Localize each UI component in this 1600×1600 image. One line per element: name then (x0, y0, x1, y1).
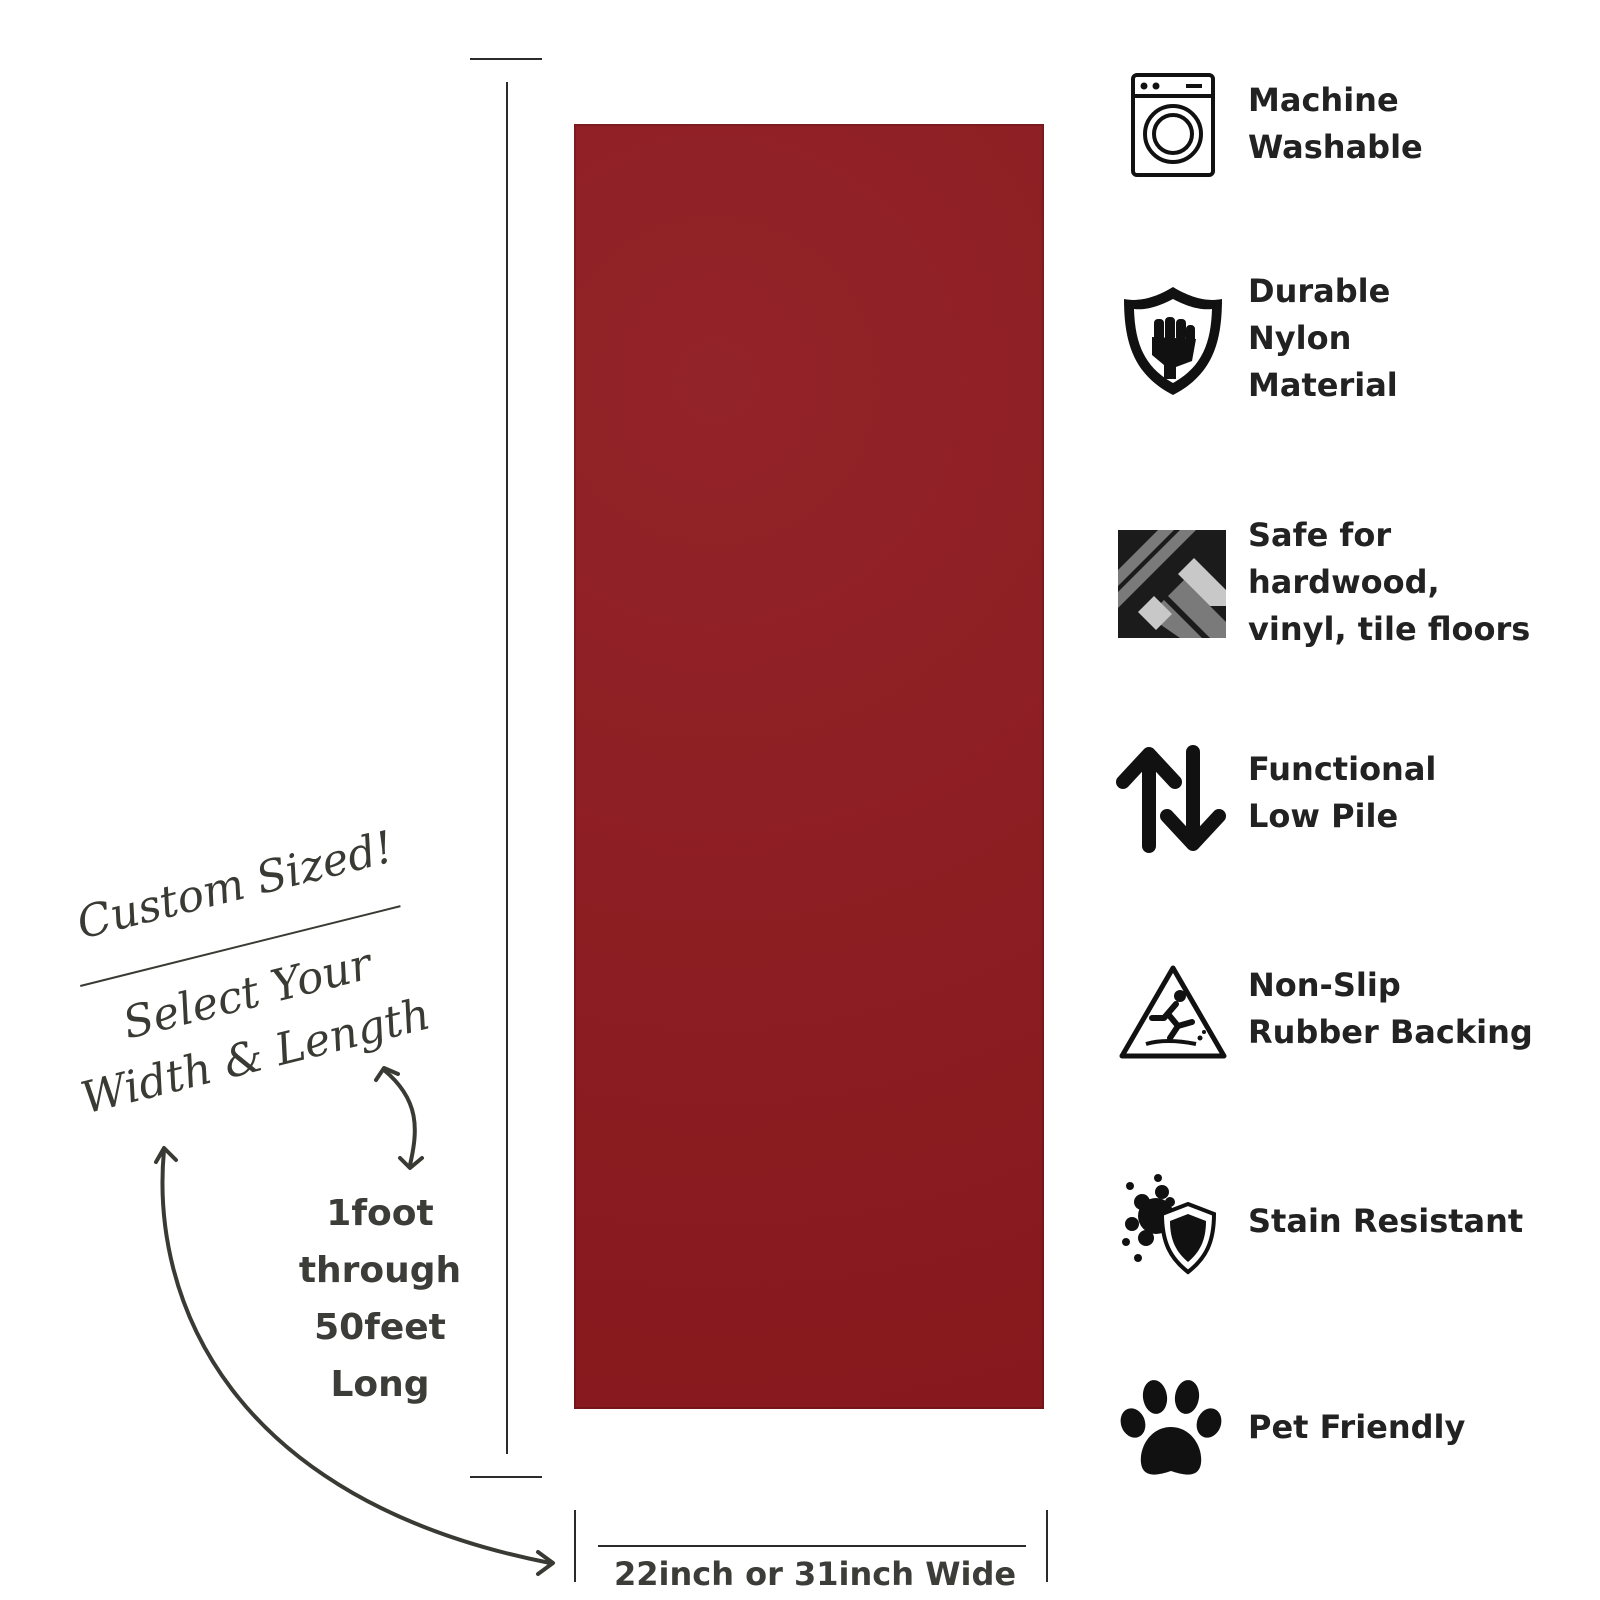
feature-line: Durable (1248, 272, 1391, 310)
feature-pet-friendly: Pet Friendly (1248, 1404, 1465, 1451)
feature-line: Pet Friendly (1248, 1408, 1466, 1446)
feature-non-slip: Non-Slip Rubber Backing (1248, 962, 1533, 1056)
length-text: 1foot through 50feet Long (290, 1185, 470, 1413)
feature-low-pile: Functional Low Pile (1248, 746, 1436, 840)
rug-image (574, 124, 1044, 1409)
length-line-4: Long (330, 1364, 430, 1405)
feature-stain-resistant: Stain Resistant (1248, 1198, 1523, 1245)
short-curved-arrow (382, 1068, 417, 1167)
feature-safe-floors: Safe for hardwood, vinyl, tile floors (1248, 512, 1530, 653)
feature-line: Material (1248, 366, 1398, 404)
feature-line: Safe for (1248, 516, 1392, 554)
length-line-1: 1foot (326, 1193, 434, 1234)
feature-line: Rubber Backing (1248, 1013, 1533, 1051)
feature-line: Machine (1248, 81, 1399, 119)
length-dimension-line (506, 82, 508, 1454)
feature-machine-washable: Machine Washable (1248, 77, 1423, 171)
up-down-arrows-icon (1116, 745, 1226, 853)
length-line-3: 50feet (314, 1307, 446, 1348)
feature-line: hardwood, (1248, 563, 1440, 601)
feature-line: Non-Slip (1248, 966, 1401, 1004)
width-label: 22inch or 31inch Wide (613, 1555, 1017, 1593)
washing-machine-icon (1131, 73, 1215, 177)
feature-line: Stain Resistant (1248, 1202, 1524, 1240)
length-top-tick (470, 58, 542, 60)
feature-line: Low Pile (1248, 797, 1399, 835)
feature-durable-nylon: Durable Nylon Material (1248, 268, 1398, 409)
width-dimension-line (598, 1545, 1026, 1547)
shield-fist-icon (1124, 287, 1222, 395)
feature-line: vinyl, tile floors (1248, 610, 1531, 648)
paw-print-icon (1120, 1380, 1222, 1475)
width-left-tick (574, 1510, 576, 1582)
splash-shield-icon (1122, 1174, 1217, 1275)
length-bottom-tick (470, 1476, 542, 1478)
feature-line: Nylon (1248, 319, 1352, 357)
floor-tiles-icon (1118, 530, 1226, 638)
feature-line: Washable (1248, 128, 1423, 166)
feature-line: Functional (1248, 750, 1437, 788)
length-line-2: through (298, 1250, 462, 1291)
long-curved-arrow (160, 1148, 552, 1565)
width-right-tick (1046, 1510, 1048, 1582)
slip-warning-icon (1119, 965, 1227, 1059)
